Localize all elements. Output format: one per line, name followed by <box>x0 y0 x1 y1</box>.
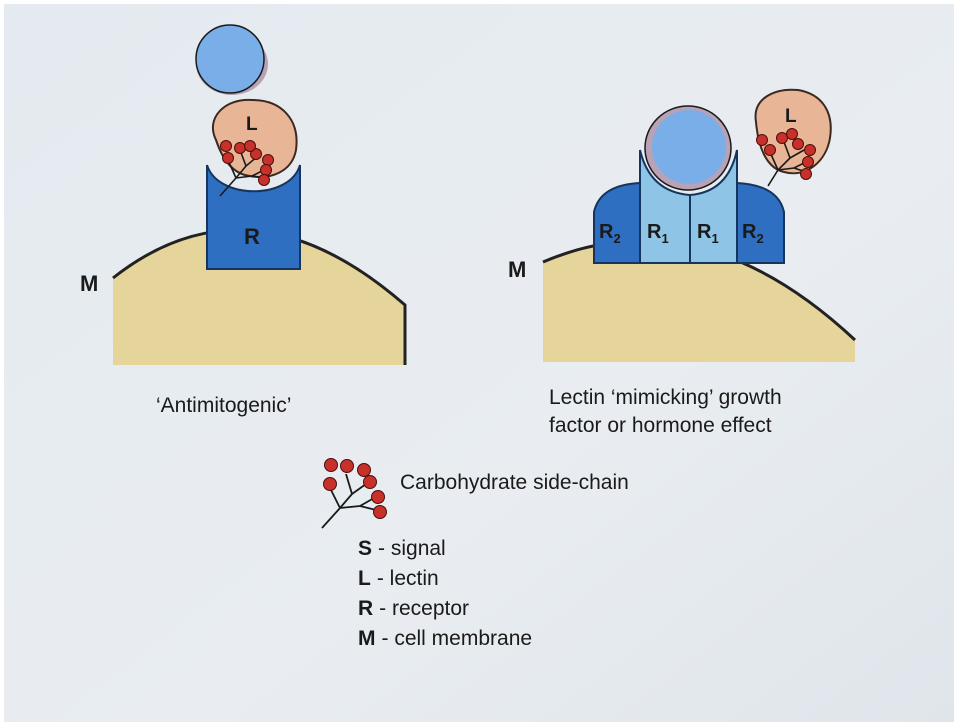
caption-right-line1: Lectin ‘mimicking’ growth <box>549 386 782 409</box>
svg-text:R1: R1 <box>647 221 669 246</box>
receptor-r2-right-label: R <box>742 221 757 243</box>
receptor-complex-right <box>593 149 785 264</box>
receptor-r2-left-sub: 2 <box>613 231 620 246</box>
signal-left <box>195 24 268 95</box>
legend-key-l: L <box>358 567 371 590</box>
receptor-r1-right-sub: 1 <box>711 231 718 246</box>
receptor-r1-left-label: R <box>647 221 662 243</box>
caption-left: ‘Antimitogenic’ <box>156 394 291 417</box>
sugar-units-right <box>756 128 816 180</box>
cell-membrane-right <box>543 240 855 362</box>
left-panel: M R L ‘Antimitogenic’ <box>80 24 407 417</box>
receptor-labels-right: R2 R1 R1 R2 <box>599 221 764 246</box>
lectin-label-left: L <box>246 114 258 135</box>
receptor-label-left: R <box>244 224 260 249</box>
svg-text:R2: R2 <box>742 221 764 246</box>
legend-text-s: - signal <box>378 537 446 560</box>
legend-text-r: - receptor <box>379 597 469 620</box>
svg-text:R2: R2 <box>599 221 621 246</box>
carbohydrate-chain-left <box>219 149 265 197</box>
carbohydrate-chain-right <box>767 141 807 187</box>
cell-membrane-left <box>113 230 405 365</box>
membrane-label-left: M <box>80 271 98 296</box>
legend: Carbohydrate side-chain S - signal L - lec… <box>321 458 629 650</box>
legend-key-r: R <box>358 597 373 620</box>
legend-item: R - receptor <box>358 597 469 620</box>
legend-item: L - lectin <box>358 567 439 590</box>
lectin-label-right: L <box>785 106 797 127</box>
svg-text:R1: R1 <box>697 221 719 246</box>
legend-text-m: - cell membrane <box>382 627 533 650</box>
receptor-r2-left-label: R <box>599 221 614 243</box>
legend-key-list: S - signal L - lectin R - receptor M - cell … <box>358 537 532 650</box>
sugar-units-left <box>220 140 274 186</box>
signal-right <box>644 105 732 191</box>
legend-item: M - cell membrane <box>358 627 532 650</box>
legend-text-l: - lectin <box>377 567 439 590</box>
carbohydrate-chain-legend-icon <box>321 458 387 529</box>
receptor-r1-left-sub: 1 <box>661 231 668 246</box>
receptor-r2-right <box>736 181 785 264</box>
legend-key-s: S <box>358 537 372 560</box>
legend-key-m: M <box>358 627 376 650</box>
receptor-left <box>206 164 301 270</box>
caption-right-line2: factor or hormone effect <box>549 414 772 437</box>
membrane-label-right: M <box>508 257 526 282</box>
receptor-r1-right-label: R <box>697 221 712 243</box>
right-panel: M R2 R1 R1 R2 <box>508 88 857 437</box>
legend-carbohydrate-label: Carbohydrate side-chain <box>400 471 629 494</box>
receptor-r1-right <box>689 149 738 264</box>
legend-item: S - signal <box>358 537 446 560</box>
receptor-r2-right-sub: 2 <box>756 231 763 246</box>
